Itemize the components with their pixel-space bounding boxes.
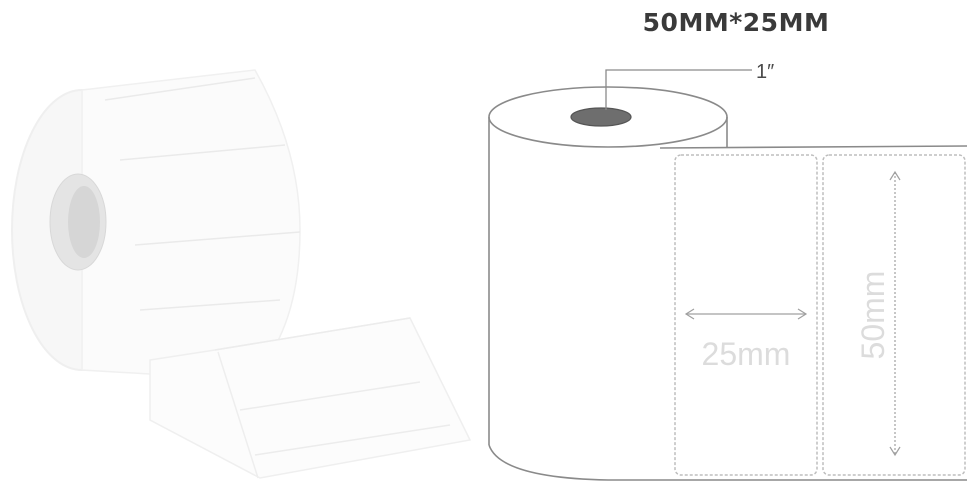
roll-label-edge: [119, 144, 286, 161]
width-dimension-label: 25mm: [702, 336, 791, 372]
roll-core-hole: [68, 186, 100, 258]
label-50mm-outline: [822, 154, 966, 476]
strip-label-divider: [254, 424, 451, 456]
roll-label-edge: [104, 77, 256, 101]
roll-label-edge: [134, 231, 301, 246]
label-25mm-outline: [674, 154, 818, 476]
size-title: 50MM*25MM: [642, 8, 830, 37]
core-leader-line: [605, 69, 752, 110]
roll-label-edge: [139, 299, 281, 311]
core-size-label: 1″: [756, 61, 774, 83]
height-arrow-heads: [889, 170, 901, 457]
strip-label-divider: [239, 381, 421, 411]
strip-edge: [217, 351, 259, 479]
label-band-top: [659, 145, 967, 149]
height-dimension-label: 50mm: [855, 271, 891, 360]
strip-edge: [214, 317, 411, 351]
core-hole-icon: [570, 107, 632, 127]
label-roll-photo: [11, 69, 472, 479]
roll-diagram: [488, 69, 967, 481]
roll-bottom-curve: [488, 444, 967, 481]
width-arrow-icon: [684, 308, 808, 320]
roll-outer-body: [81, 69, 301, 381]
